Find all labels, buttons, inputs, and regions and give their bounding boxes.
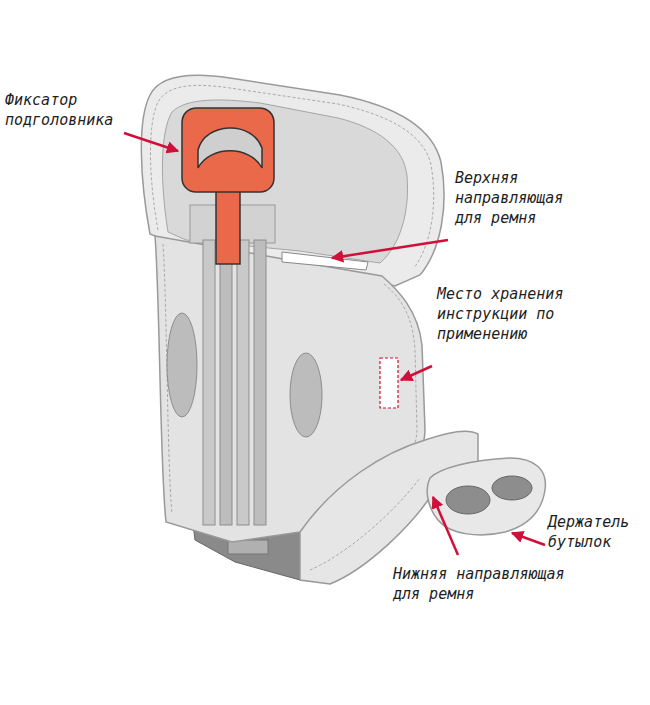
part-label: Нижняя направляющая для ремня <box>393 564 583 604</box>
rail <box>203 240 215 525</box>
part-label: Держатель бутылок <box>548 512 644 552</box>
stitching <box>150 85 433 268</box>
headrest-face <box>162 100 407 263</box>
part-label: Фиксатор подголовника <box>5 90 123 130</box>
part-label: Место хранения инструкции по применению <box>437 284 579 344</box>
leader-arrow <box>124 133 178 151</box>
rail <box>254 240 266 525</box>
leader-arrow <box>401 366 432 380</box>
side-cutout <box>290 353 322 437</box>
part-label: Верхняя направляющая для ремня <box>455 168 587 228</box>
cup-hole <box>492 476 532 500</box>
leader-arrow <box>433 497 458 555</box>
cup-hole <box>446 486 490 514</box>
headrest-lever <box>182 108 274 192</box>
rail <box>220 240 232 525</box>
leader-arrow <box>512 533 545 545</box>
lever-slot <box>198 128 262 168</box>
leader-arrow <box>332 240 448 258</box>
rail <box>237 240 249 525</box>
instruction-pocket <box>380 358 398 408</box>
lever-stem <box>216 186 240 264</box>
side-cutout <box>167 313 197 417</box>
stitching <box>310 478 420 570</box>
